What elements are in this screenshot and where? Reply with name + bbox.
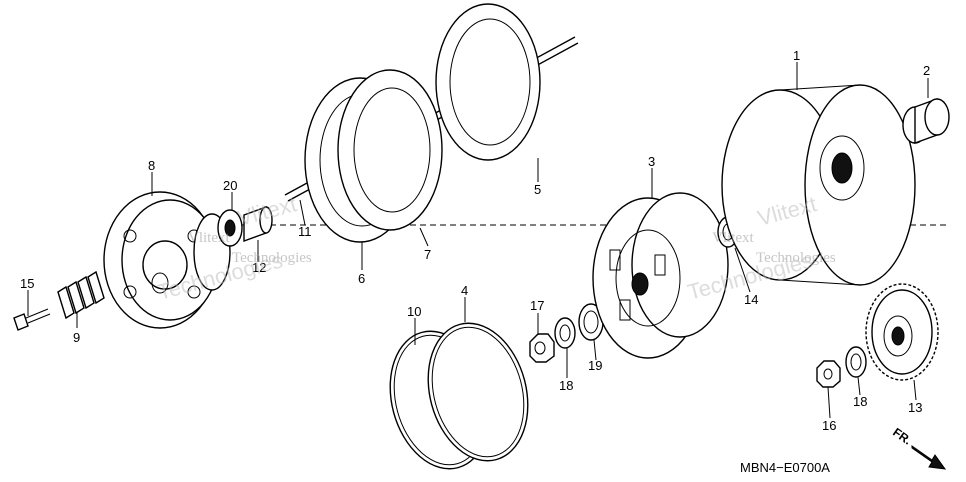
- callout-1: 1: [793, 48, 800, 63]
- part-20-bearing: [217, 209, 243, 247]
- watermark-line-1: Vlitext: [188, 230, 230, 246]
- part-12-lifter-piece: [243, 206, 273, 242]
- part-3-clutch-center: [592, 192, 729, 359]
- part-5-friction-disc: [435, 3, 541, 161]
- callout-18a: 18: [559, 378, 573, 393]
- callout-12: 12: [252, 260, 266, 275]
- callout-9: 9: [73, 330, 80, 345]
- leader-lines: [27, 62, 929, 419]
- part-2-guide-sleeve: [902, 98, 950, 144]
- callout-5: 5: [534, 182, 541, 197]
- watermark-line-3: Vlitext: [712, 230, 754, 246]
- callout-labels: 1 2 3 4 5 6 7 8 9 10 11 12 13 14 15 16 1…: [20, 48, 930, 433]
- part-16-nut: [816, 360, 841, 388]
- callout-7: 7: [424, 247, 431, 262]
- part-9-clutch-spring: [57, 270, 105, 320]
- part-18-washer: [554, 317, 576, 349]
- callout-15: 15: [20, 276, 34, 291]
- callout-20: 20: [223, 178, 237, 193]
- part-15-bolt: [13, 308, 51, 331]
- part-13-gear: [865, 283, 939, 381]
- callout-3: 3: [648, 154, 655, 169]
- part-1-clutch-outer: [721, 84, 916, 286]
- part-4-o-ring: [427, 322, 529, 462]
- callout-8: 8: [148, 158, 155, 173]
- part-18b-washer: [845, 346, 867, 378]
- callout-19: 19: [588, 358, 602, 373]
- watermark-line-2: Technologies: [232, 250, 312, 266]
- part-17-lock-nut: [529, 333, 555, 363]
- callout-18b: 18: [853, 394, 867, 409]
- callout-14: 14: [744, 292, 758, 307]
- watermark-line-4: Technologies: [756, 250, 836, 266]
- part-7-clutch-plate: [337, 69, 443, 231]
- callout-13: 13: [908, 400, 922, 415]
- front-arrow-icon: [911, 445, 947, 470]
- callout-6: 6: [358, 271, 365, 286]
- callout-16: 16: [822, 418, 836, 433]
- diagram-code: MBN4−E0700A: [740, 460, 830, 475]
- part-8-pressure-plate: [103, 191, 231, 329]
- callout-17: 17: [530, 298, 544, 313]
- callout-4: 4: [461, 283, 468, 298]
- callout-10: 10: [407, 304, 421, 319]
- front-direction-label: FR.: [890, 425, 914, 448]
- front-direction-marker: FR.: [890, 425, 947, 470]
- callout-2: 2: [923, 63, 930, 78]
- part-19-washer: [578, 303, 604, 341]
- callout-11: 11: [298, 224, 312, 239]
